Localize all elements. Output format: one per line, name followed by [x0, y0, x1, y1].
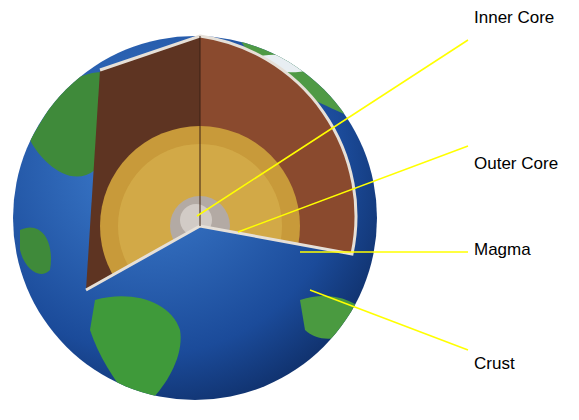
- leader-line: [238, 146, 468, 232]
- leader-line: [300, 251, 468, 253]
- globe: [13, 36, 377, 400]
- part-label: Outer Core: [474, 154, 558, 174]
- part-label: Inner Core: [474, 8, 554, 28]
- part-label: Magma: [474, 240, 531, 260]
- leader-line: [310, 290, 468, 350]
- leader-line: [197, 40, 468, 216]
- part-label: Crust: [474, 354, 515, 374]
